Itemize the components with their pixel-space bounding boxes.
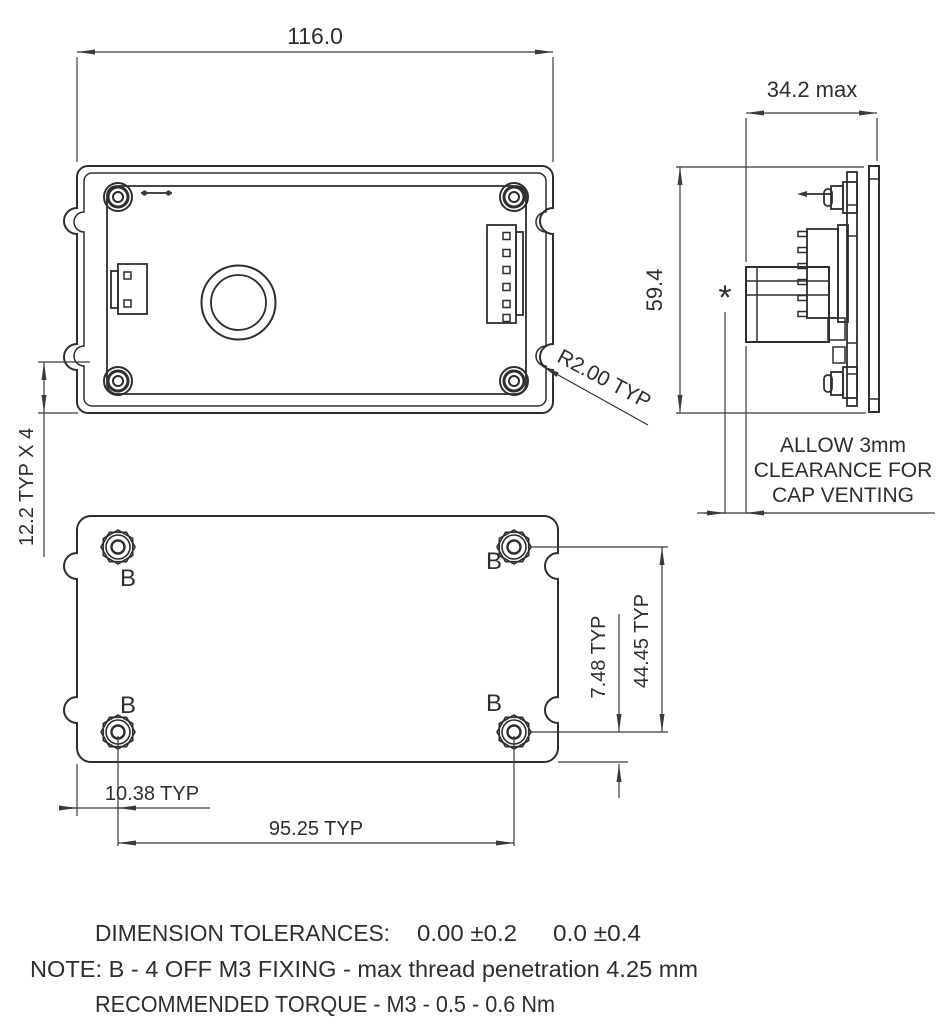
top-view [63, 165, 554, 414]
dim-boss-vertical-pitch: 44.45 TYP [631, 594, 653, 688]
fixing-label-top-left: B [120, 565, 136, 592]
fixing-label-top-right: B [486, 548, 502, 575]
bottom-outline [63, 515, 559, 763]
svg-text:ALLOW 3mm: ALLOW 3mm [780, 434, 906, 457]
drawing-notes: DIMENSION TOLERANCES: 0.00 ±0.2 0.0 ±0.4… [30, 920, 698, 1017]
enclosure-outer-outline [63, 165, 554, 414]
vent-cap-profile [745, 266, 830, 343]
bottom-view-dimensions: 44.45 TYP 7.48 TYP 10.38 TYP 95.25 TYP [59, 546, 668, 846]
dim-height: 59.4 [642, 269, 667, 312]
bottom-view: B B B B [63, 515, 559, 763]
corner-screw [102, 365, 134, 397]
dim-notch-pitch: 12.2 TYP X 4 [16, 428, 38, 546]
mounting-boss [94, 524, 142, 570]
fixing-label-bottom-right: B [486, 690, 502, 717]
terminal-pin [797, 191, 831, 197]
dim-boss-to-side: 10.38 TYP [105, 783, 199, 805]
base-plate [868, 165, 880, 413]
dim-overall-width: 116.0 [287, 23, 343, 49]
terminal-connector-6pin [486, 224, 524, 324]
clearance-asterisk: * [718, 279, 731, 317]
connector-side-profile [797, 224, 849, 341]
side-connector [110, 263, 148, 315]
tolerance-one-dp: 0.0 ±0.4 [553, 920, 641, 946]
enclosure-inner-outline [73, 172, 547, 407]
dim-boss-to-edge: 7.48 TYP [588, 615, 610, 698]
side-view [745, 165, 880, 413]
dim-depth: 34.2 max [767, 77, 858, 102]
vent-cap-circle [200, 264, 277, 341]
vent-slot [141, 190, 172, 196]
dim-boss-horizontal-pitch: 95.25 TYP [269, 818, 363, 840]
svg-text:CAP VENTING: CAP VENTING [772, 484, 914, 507]
tolerance-two-dp: 0.00 ±0.2 [417, 920, 517, 946]
tolerances-label: DIMENSION TOLERANCES: [95, 920, 390, 946]
flange-plate [846, 171, 858, 407]
corner-screw [102, 181, 134, 213]
top-dome-nut [823, 181, 858, 214]
svg-text:CLEARANCE FOR: CLEARANCE FOR [754, 459, 933, 482]
corner-screw [498, 365, 530, 397]
fixing-note: NOTE: B - 4 OFF M3 FIXING - max thread p… [30, 956, 698, 982]
fixing-label-bottom-left: B [120, 692, 136, 719]
corner-radius-note: R2.00 TYP [553, 345, 654, 413]
side-view-dimensions: 34.2 max 59.4 * ALLOW 3mm CLEARANCE FOR … [642, 77, 935, 516]
corner-screw [498, 181, 530, 213]
lid-face [106, 185, 527, 395]
torque-note: RECOMMENDED TORQUE - M3 - 0.5 - 0.6 Nm [95, 991, 555, 1017]
clearance-note: ALLOW 3mm CLEARANCE FOR CAP VENTING [754, 434, 933, 507]
bottom-dome-nut [823, 366, 858, 399]
